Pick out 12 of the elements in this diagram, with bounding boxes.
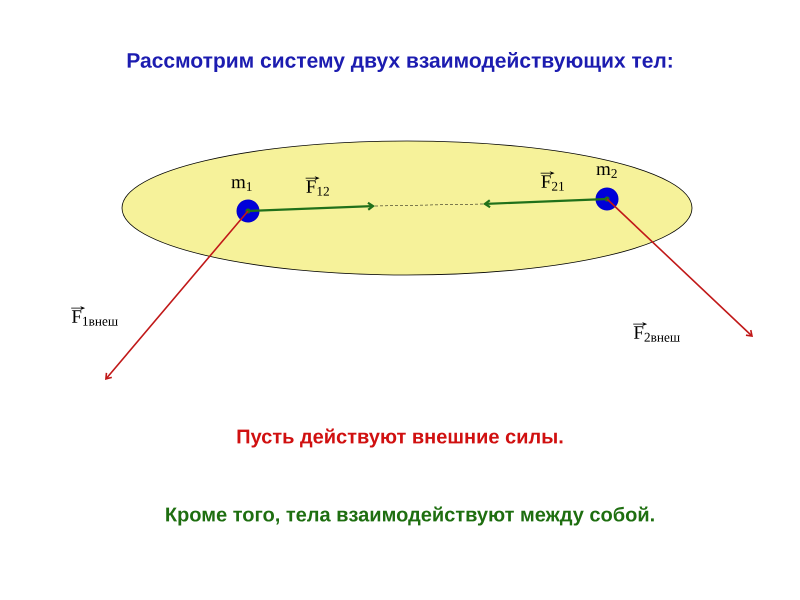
- mass-label: m$_{2}$: [596, 166, 617, 178]
- note-text: Кроме того, тела взаимодействуют между собой.: [166, 506, 654, 526]
- mass-label: m$_{1}$: [231, 179, 252, 191]
- force-label: F$_{2внеш}$: [632, 322, 680, 342]
- note-text: Пусть действуют внешние силы.: [238, 428, 562, 448]
- force-label: F$_{21}$: [540, 171, 564, 191]
- mass-body: [236, 200, 260, 222]
- title: Рассмотрим систему двух взаимодействующих тел:: [128, 52, 672, 72]
- ellipse: [122, 140, 692, 276]
- force-label: F$_{1внеш}$: [70, 306, 118, 326]
- force-label: F$_{12}$: [305, 176, 329, 196]
- mass-body: [596, 188, 618, 210]
